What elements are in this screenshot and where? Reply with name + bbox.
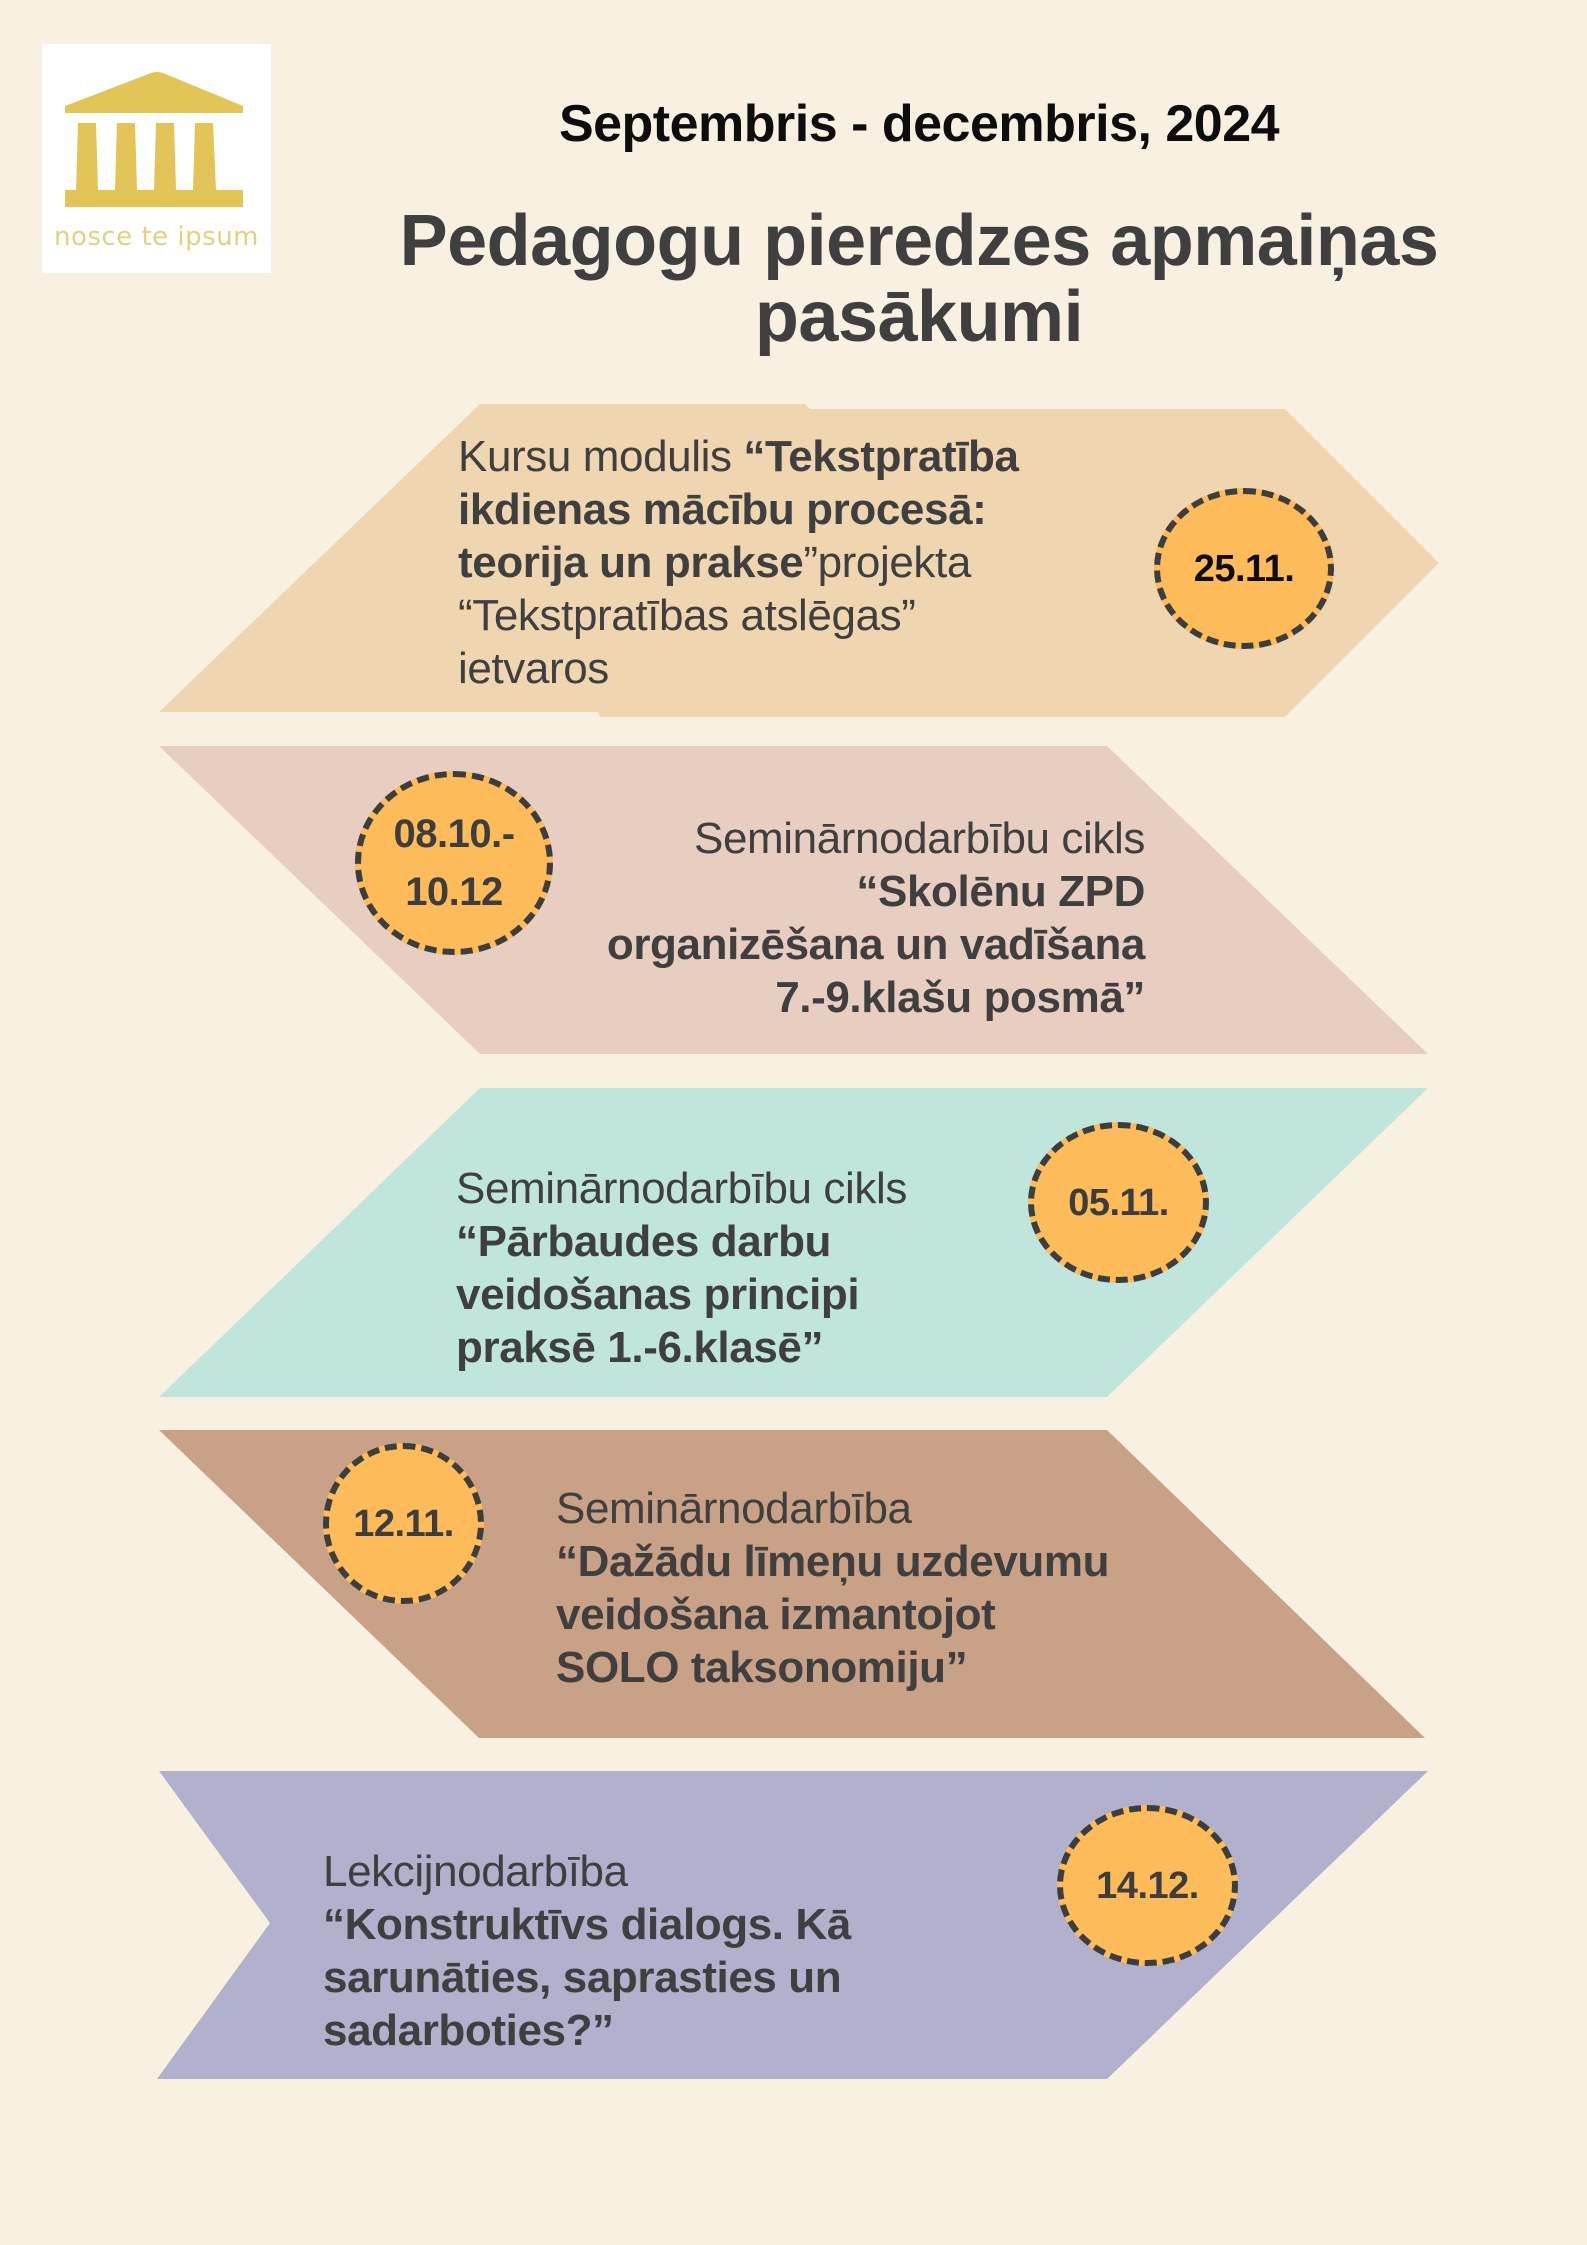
event-2-description: Seminārnodarbību cikls “Skolēnu ZPD orga… [500, 812, 1146, 1024]
event-5-date: 14.12. [1096, 1864, 1199, 1907]
event-4-line-4: SOLO taksonomiju” [556, 1643, 968, 1692]
event-4-line-3: veidošana izmantojot [556, 1590, 996, 1639]
event-1-line-2: ikdienas mācību procesā: [458, 485, 987, 534]
event-2-line-4: 7.-9.klašu posmā” [775, 973, 1145, 1022]
page-title-line-1: Pedagogu pieredzes apmaiņas [399, 201, 1439, 281]
event-5-date-badge: 14.12. [1057, 1805, 1238, 1966]
event-1-line-1: Kursu modulis “Tekstpratība [458, 432, 1019, 481]
logo-motto: nosce te ipsum [53, 222, 260, 252]
event-5-line-3: sarunāties, saprasties un [323, 1953, 842, 2002]
event-3-date-badge: 05.11. [1028, 1122, 1209, 1283]
event-3-line-1: Seminārnodarbību cikls [456, 1164, 907, 1213]
period-heading: Septembris - decembris, 2024 [558, 95, 1280, 153]
event-4-date-badge: 12.11. [323, 1443, 484, 1604]
event-4-line-1: Seminārnodarbība [556, 1484, 912, 1533]
event-2-line-1: Seminārnodarbību cikls [694, 814, 1145, 863]
event-5-description: Lekcijnodarbība “Konstruktīvs dialogs. K… [323, 1845, 851, 2057]
event-3-description: Seminārnodarbību cikls “Pārbaudes darbu … [456, 1162, 907, 1374]
event-1-line-5: ietvaros [458, 644, 609, 693]
event-2-line-2: “Skolēnu ZPD [856, 867, 1145, 916]
event-1-line-3: teorija un prakse”projekta [458, 538, 971, 587]
event-3-date: 05.11. [1068, 1181, 1169, 1224]
logo: nosce te ipsum [42, 44, 271, 273]
event-2-date-badge: 08.10.- 10.12 [355, 771, 553, 955]
event-1-line-4: “Tekstpratības atslēgas” [458, 591, 916, 640]
event-1-date-badge: 25.11. [1154, 488, 1334, 649]
event-1-description: Kursu modulis “Tekstpratība ikdienas māc… [458, 430, 1019, 695]
event-2-date-end: 10.12 [405, 870, 503, 914]
event-1-banner [159, 404, 1439, 717]
greek-temple-icon [65, 72, 243, 207]
event-2-date-start: 08.10.- [393, 812, 515, 856]
event-4-line-2: “Dažādu līmeņu uzdevumu [556, 1537, 1110, 1586]
event-3-line-4: praksē 1.-6.klasē” [456, 1323, 824, 1372]
event-5-line-1: Lekcijnodarbība [323, 1847, 628, 1896]
event-3-line-2: “Pārbaudes darbu [456, 1217, 832, 1266]
page-title-line-2: pasākumi [754, 277, 1084, 357]
event-2-line-3: organizēšana un vadīšana [606, 920, 1146, 969]
event-1-date: 25.11. [1193, 547, 1295, 590]
event-4-date: 12.11. [353, 1502, 454, 1545]
event-5-line-2: “Konstruktīvs dialogs. Kā [323, 1900, 851, 1949]
page-title: Pedagogu pieredzes apmaiņas pasākumi [369, 203, 1469, 355]
event-4-description: Seminārnodarbība “Dažādu līmeņu uzdevumu… [556, 1482, 1109, 1694]
event-5-line-4: sadarboties?” [323, 2006, 614, 2055]
event-3-line-3: veidošanas principi [456, 1270, 860, 1319]
